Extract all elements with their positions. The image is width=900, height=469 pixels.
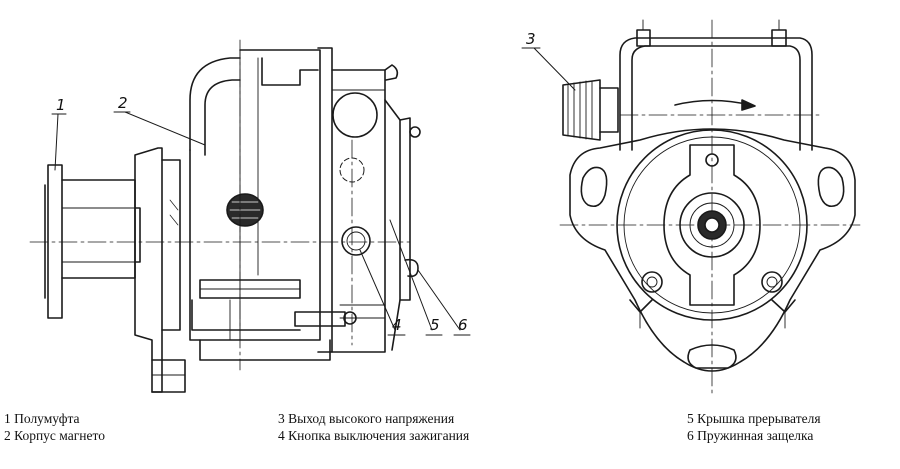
callout-1: 1 bbox=[51, 96, 67, 171]
legend-item-4: 4 Кнопка выключения зажигания bbox=[278, 428, 470, 443]
callout-2: 2 bbox=[113, 94, 206, 146]
legend-item-3: 3 Выход высокого напряжения bbox=[278, 411, 455, 426]
callout-5: 5 bbox=[389, 219, 443, 336]
spring-latch bbox=[384, 64, 421, 351]
svg-text:2: 2 bbox=[118, 94, 128, 112]
svg-text:4: 4 bbox=[392, 316, 402, 334]
callout-6: 6 bbox=[417, 269, 471, 336]
svg-text:6: 6 bbox=[458, 316, 468, 334]
magneto-drawing: 1 2 4 5 6 bbox=[29, 19, 861, 396]
end-flange bbox=[569, 128, 856, 372]
legend-item-1: 1 Полумуфта bbox=[4, 411, 80, 426]
mounting-flange bbox=[134, 147, 186, 393]
callout-3: 3 bbox=[521, 30, 576, 91]
breaker-cover bbox=[294, 47, 386, 353]
legend-item-6: 6 Пружинная защелка bbox=[687, 428, 814, 443]
legend-item-2: 2 Корпус магнето bbox=[4, 428, 105, 443]
magneto-body bbox=[189, 39, 331, 371]
half-coupling bbox=[44, 164, 141, 319]
side-view: 1 2 4 5 6 bbox=[29, 39, 471, 393]
breaker-plate bbox=[616, 129, 808, 329]
high-voltage-output bbox=[562, 79, 619, 141]
end-view: 3 bbox=[521, 19, 861, 396]
svg-text:1: 1 bbox=[56, 96, 66, 114]
callout-4: 4 bbox=[359, 249, 406, 336]
svg-text:5: 5 bbox=[430, 316, 440, 334]
legend-item-5: 5 Крышка прерывателя bbox=[687, 411, 821, 426]
legend-column-2: 3 Выход высокого напряжения 4 Кнопка вык… bbox=[278, 410, 469, 444]
legend-column-3: 5 Крышка прерывателя 6 Пружинная защелка bbox=[687, 410, 821, 444]
svg-text:3: 3 bbox=[526, 30, 536, 48]
housing-top bbox=[619, 19, 813, 151]
legend-column-1: 1 Полумуфта 2 Корпус магнето bbox=[4, 410, 105, 444]
